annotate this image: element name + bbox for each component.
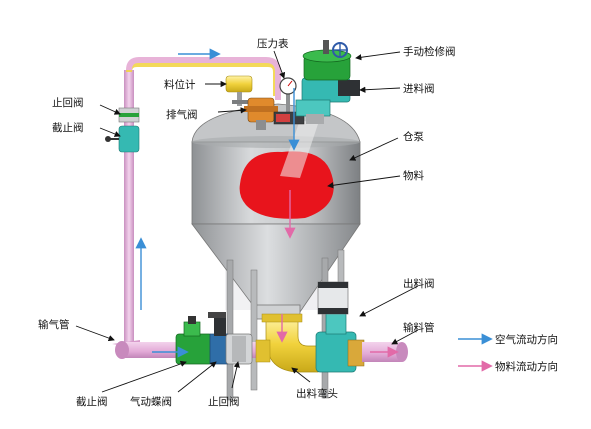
exhaust-valve [244,97,278,130]
label-level-meter: 料位计 [164,78,196,91]
label-air-pipe: 输气管 [38,318,70,331]
air-flow-arrows [135,48,300,358]
leader-lines [75,50,419,393]
stop-valve-bottom [175,316,213,365]
label-manual-valve: 手动检修阀 [403,45,456,58]
legend-air-flow: 空气流动方向 [458,333,558,346]
callout-labels: 压力表 手动检修阀 料位计 进料阀 止回阀 排气阀 截止阀 仓泵 物料 出料阀 … [38,37,456,408]
air-pipe-vertical [124,70,134,345]
check-valve-bottom [225,333,253,365]
label-outlet-valve: 出料阀 [403,277,435,290]
pneumatic-butterfly-valve [208,312,229,365]
label-tank-pump: 仓泵 [403,130,424,143]
outlet-elbow [255,313,319,373]
pressure-gauge [279,77,297,114]
legend-material-flow: 物料流动方向 [458,360,558,373]
label-exhaust-valve: 排气阀 [166,108,198,121]
air-pipe-top [126,57,281,100]
label-check-valve-bottom: 止回阀 [208,395,240,408]
label-conveying-pipe: 输料管 [403,321,435,334]
outlet-valve [315,281,365,373]
material-flow-arrows [276,190,399,358]
label-material: 物料 [403,169,424,182]
legend: 空气流动方向 物料流动方向 [458,333,558,373]
label-outlet-elbow: 出料弯头 [296,387,338,400]
label-inlet-valve: 进料阀 [403,82,435,95]
stop-valve-top [105,125,140,153]
manual-maintenance-valve [302,40,352,81]
label-pressure-gauge: 压力表 [257,37,289,50]
label-stop-valve-top: 截止阀 [52,121,84,134]
label-check-valve-top: 止回阀 [52,96,84,109]
label-pneumatic-butterfly: 气动蝶阀 [130,395,172,408]
legend-air-flow-label: 空气流动方向 [495,333,558,346]
legend-material-flow-label: 物料流动方向 [495,360,558,373]
check-valve-top [118,107,140,123]
label-stop-valve-bottom: 截止阀 [76,395,108,408]
